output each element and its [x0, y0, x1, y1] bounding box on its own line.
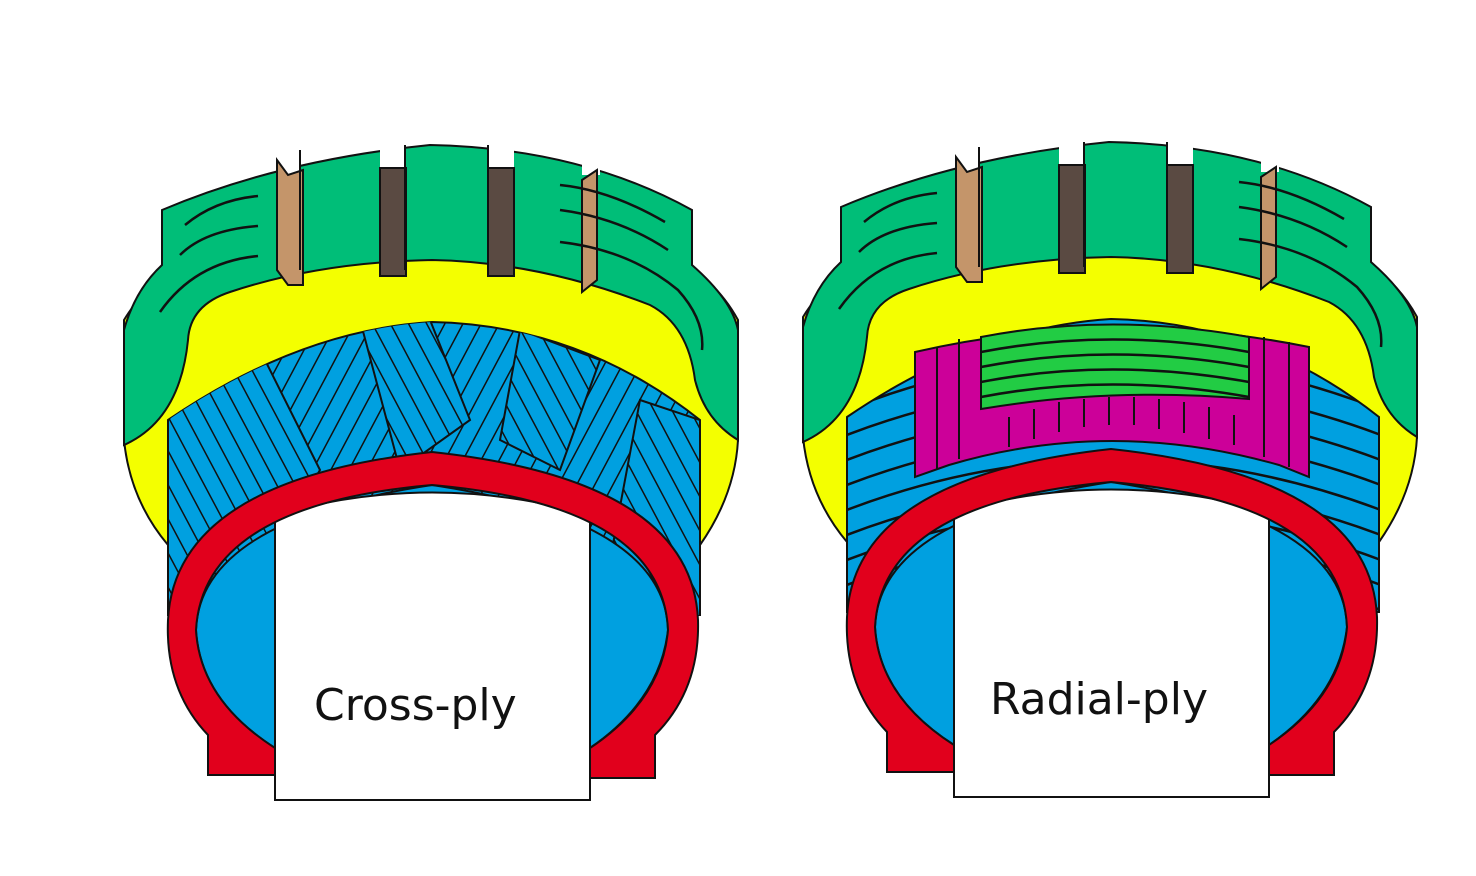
cross-ply-label: Cross-ply — [314, 680, 517, 731]
cross-ply-bead — [166, 451, 700, 801]
radial-steel-belt — [914, 323, 1310, 479]
radial-ply-label: Radial-ply — [990, 674, 1208, 725]
radial-ply-tyre — [801, 130, 1419, 798]
radial-textile-belt — [980, 323, 1250, 411]
cross-ply-tyre — [122, 133, 740, 801]
radial-ply-bead — [845, 448, 1379, 798]
